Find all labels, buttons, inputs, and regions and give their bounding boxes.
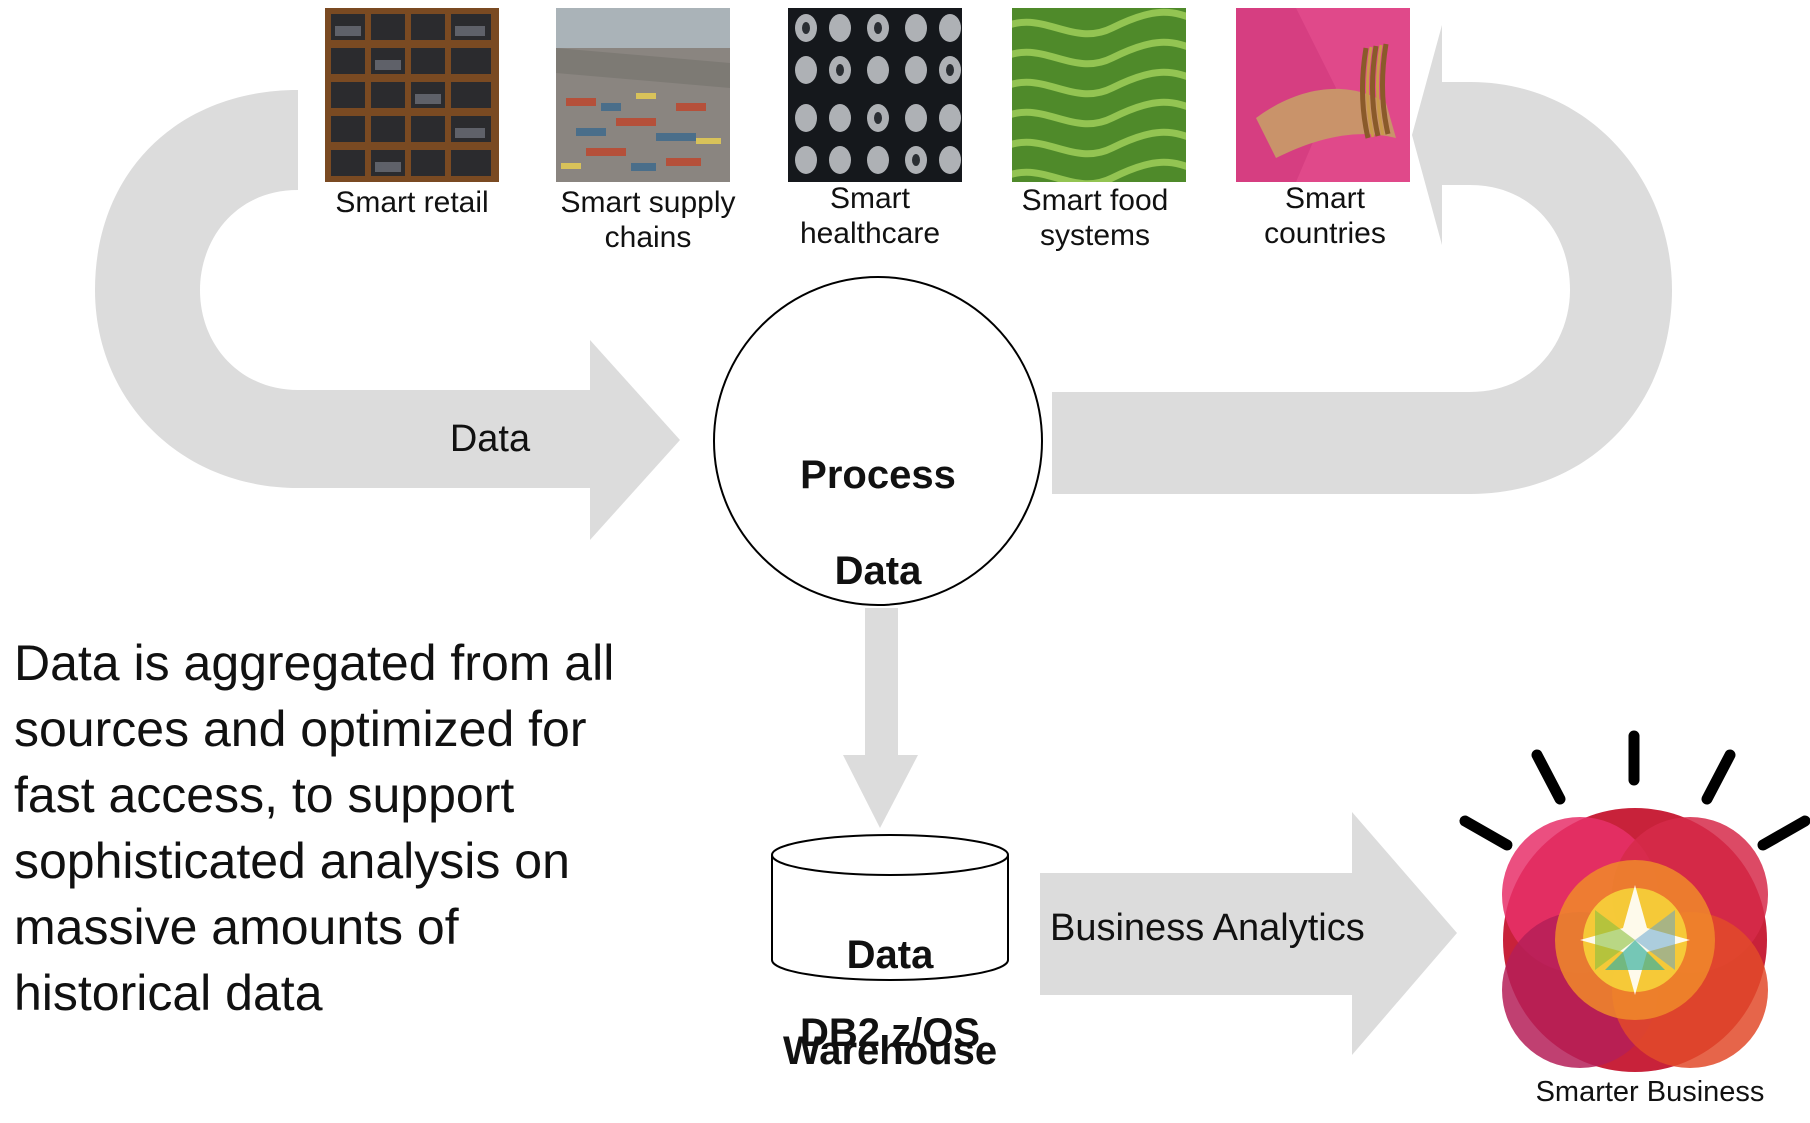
countries-image — [1236, 8, 1410, 182]
warehouse-label-line2: Warehouse — [782, 1029, 998, 1073]
healthcare-image — [788, 8, 962, 182]
source-label-supply-chains: Smart supply chains — [560, 186, 736, 254]
source-label-healthcare: Smart healthcare — [799, 182, 941, 250]
source-label-retail: Smart retail — [335, 186, 489, 219]
source-label-food-systems: Smart food systems — [1021, 184, 1169, 252]
description-text: Data is aggregated from all sources and … — [14, 635, 615, 1021]
process-label-line1: Process — [800, 453, 956, 497]
data-arrow-label: Data — [449, 418, 531, 460]
process-data-label: Process Data — [738, 403, 1018, 643]
analytics-arrow-label: Business Analytics — [1050, 907, 1365, 949]
logo-caption: Smarter Business — [1535, 1076, 1765, 1108]
process-label-line2: Data — [834, 549, 922, 593]
process-circle — [713, 276, 1043, 606]
retail-image — [325, 8, 499, 182]
warehouse-cylinder — [771, 834, 1009, 981]
source-label-countries: Smart countries — [1264, 182, 1386, 250]
warehouse-caption: DB2 z/OS — [799, 1011, 981, 1055]
supply-chain-image — [556, 8, 730, 182]
warehouse-label: Data Warehouse — [772, 883, 1008, 1123]
food-systems-image — [1012, 8, 1186, 182]
warehouse-label-line1: Data — [846, 933, 934, 977]
down-arrow — [843, 608, 918, 828]
left-loop-arrow — [95, 90, 680, 540]
smarter-planet-logo — [1459, 730, 1810, 1072]
right-loop-arrow — [1052, 25, 1672, 494]
analytics-arrow — [1040, 812, 1457, 1055]
